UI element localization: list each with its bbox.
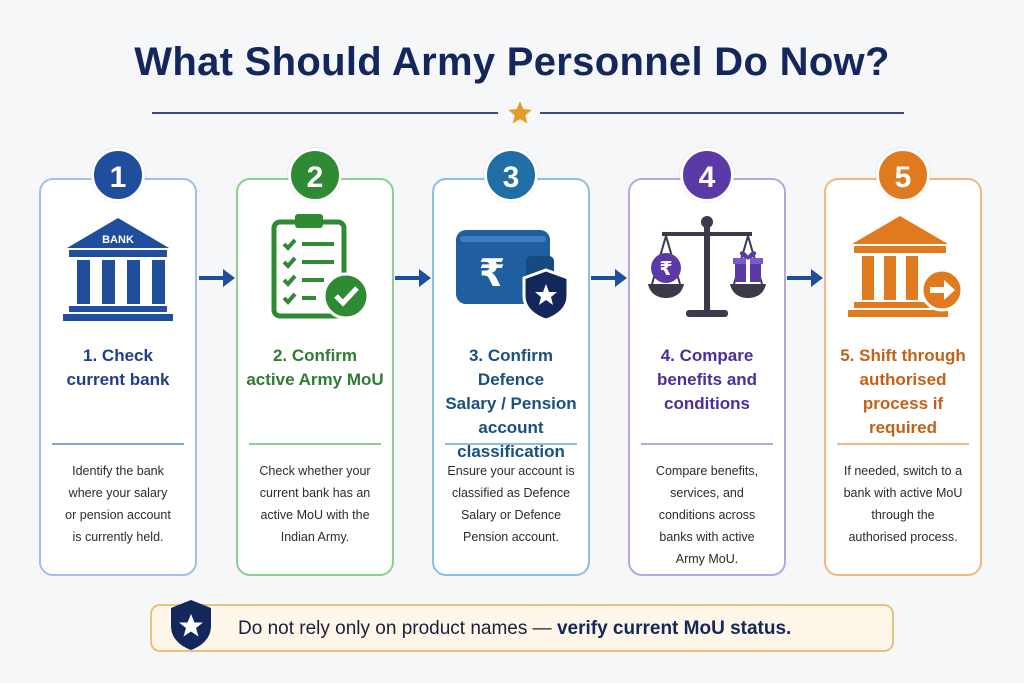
verification-note-banner — [150, 604, 894, 652]
step-description-1: Identify the bank where your salary or p… — [65, 464, 171, 544]
bank-arrow-icon — [848, 216, 964, 317]
bank-building-icon: BANK — [63, 218, 173, 321]
step-divider-4 — [641, 443, 773, 445]
step-divider-5 — [837, 443, 969, 445]
step-badge-1: 1 — [91, 148, 145, 202]
step-title-5: 5. Shift through authorised process if r… — [840, 346, 966, 437]
step-badge-3: 3 — [484, 148, 538, 202]
step-description-5: If needed, switch to a bank with active … — [843, 464, 963, 544]
shield-star-icon — [171, 600, 211, 650]
svg-text:₹: ₹ — [659, 258, 672, 280]
step-divider-1 — [52, 443, 184, 445]
step-card-5 — [824, 178, 982, 576]
arrow-right-icon — [787, 269, 823, 287]
step-description-2: Check whether your current bank has an a… — [259, 464, 371, 544]
step-title-1: 1. Check current bank — [66, 346, 170, 389]
step-divider-2 — [249, 443, 381, 445]
step-description-3: Ensure your account is classified as Def… — [447, 464, 575, 544]
step-description-4: Compare benefits, services, and conditio… — [655, 464, 759, 566]
arrow-right-icon — [199, 269, 235, 287]
step-title-2: 2. Confirm active Army MoU — [246, 346, 384, 389]
star-icon — [508, 101, 532, 124]
clipboard-checklist-icon — [271, 214, 370, 320]
page-title: What Should Army Personnel Do Now? — [134, 40, 890, 84]
title-rule-left — [152, 112, 498, 114]
bank-sign-label: BANK — [102, 234, 134, 246]
step-badge-2: 2 — [288, 148, 342, 202]
step-badge-5: 5 — [876, 148, 930, 202]
rupee-wallet-shield-icon: ₹ — [456, 230, 570, 322]
step-title-4: 4. Compare benefits and conditions — [656, 346, 758, 413]
arrow-right-icon — [395, 269, 431, 287]
step-badge-4: 4 — [680, 148, 734, 202]
balance-scale-icon: ₹ — [648, 216, 766, 317]
title-rule-right — [540, 112, 904, 114]
verification-note-text: Do not rely only on product names — veri… — [238, 618, 792, 639]
step-divider-3 — [445, 443, 577, 445]
arrow-right-icon — [591, 269, 627, 287]
step-title-3: 3. Confirm Defence Salary / Pension acco… — [445, 346, 577, 461]
svg-text:₹: ₹ — [479, 251, 505, 295]
